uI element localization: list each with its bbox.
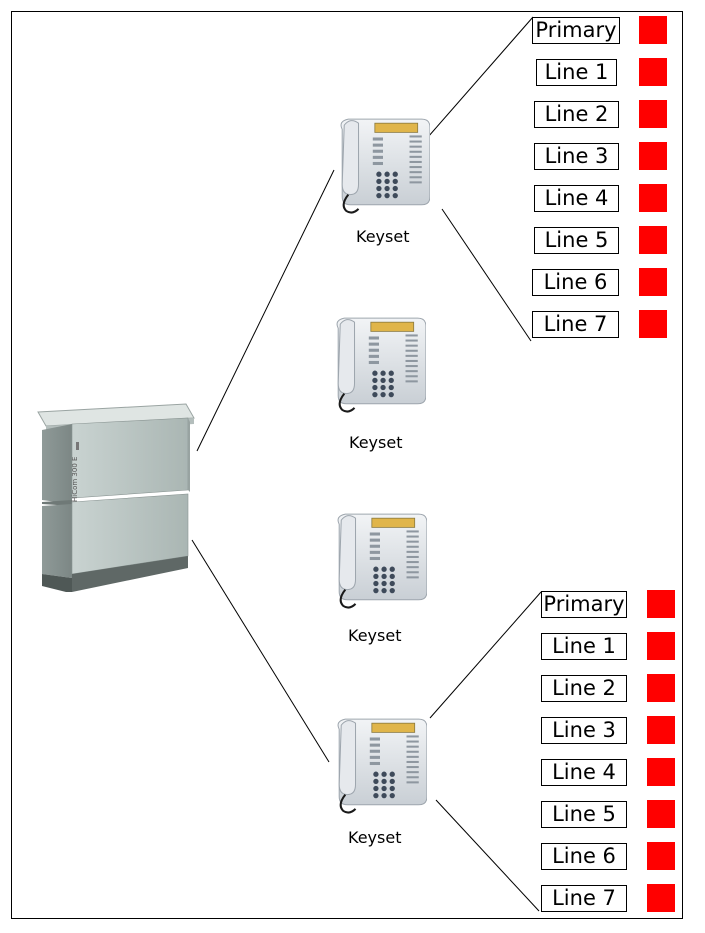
group-1-line-7-label: Line 7 <box>532 311 619 338</box>
keyset-2-caption: Keyset <box>349 433 403 452</box>
group-1-line-5-indicator <box>639 226 667 254</box>
group-1-line-6-indicator <box>639 268 667 296</box>
keyset-1-to-primary-line <box>427 16 534 138</box>
diagram-frame <box>11 11 683 919</box>
keyset-4-phone-icon <box>337 718 427 814</box>
group-2-line-4-indicator <box>647 758 675 786</box>
group-2-primary-indicator <box>647 590 675 618</box>
keyset-1-to-line7-line <box>441 208 532 342</box>
group-1-line-3-label: Line 3 <box>534 143 619 170</box>
group-2-line-6-label: Line 6 <box>541 843 627 870</box>
group-1-line-1-indicator <box>639 58 667 86</box>
group-1-line-2-label: Line 2 <box>534 101 619 128</box>
group-2-line-5-indicator <box>647 800 675 828</box>
pbx-cabinet: HiCom 300 E <box>37 403 195 592</box>
keyset-4-caption: Keyset <box>348 828 402 847</box>
keyset-3-caption: Keyset <box>348 626 402 645</box>
keyset-3-phone-icon <box>337 513 427 609</box>
group-1-line-6-label: Line 6 <box>532 269 619 296</box>
keyset-1-caption: Keyset <box>356 227 410 246</box>
keyset-4-to-line7-line <box>435 799 540 912</box>
group-2-line-2-indicator <box>647 674 675 702</box>
group-1-line-1-label: Line 1 <box>536 59 617 86</box>
group-2-line-7-indicator <box>647 884 675 912</box>
pbx-to-keyset-4-line <box>191 539 330 763</box>
group-1-line-2-indicator <box>639 100 667 128</box>
group-1-line-3-indicator <box>639 142 667 170</box>
group-1-line-7-indicator <box>639 310 667 338</box>
group-1-primary-label: Primary <box>532 17 620 44</box>
keyset-2-phone-icon <box>336 317 426 413</box>
keyset-1-phone-icon <box>340 118 430 214</box>
group-2-line-2-label: Line 2 <box>541 675 627 702</box>
group-1-line-5-label: Line 5 <box>534 227 619 254</box>
pbx-model-label: HiCom 300 E <box>71 457 79 502</box>
group-2-primary-label: Primary <box>541 591 627 618</box>
group-1-line-4-indicator <box>639 184 667 212</box>
group-2-line-1-label: Line 1 <box>541 633 627 660</box>
group-2-line-3-indicator <box>647 716 675 744</box>
pbx-to-keyset-1-line <box>196 169 335 452</box>
group-2-line-3-label: Line 3 <box>541 717 627 744</box>
group-2-line-1-indicator <box>647 632 675 660</box>
keyset-4-to-primary-line <box>429 591 542 719</box>
group-2-line-7-label: Line 7 <box>541 885 627 912</box>
group-2-line-6-indicator <box>647 842 675 870</box>
group-1-primary-indicator <box>639 16 667 44</box>
group-1-line-4-label: Line 4 <box>534 185 619 212</box>
group-2-line-4-label: Line 4 <box>541 759 627 786</box>
group-2-line-5-label: Line 5 <box>541 801 627 828</box>
